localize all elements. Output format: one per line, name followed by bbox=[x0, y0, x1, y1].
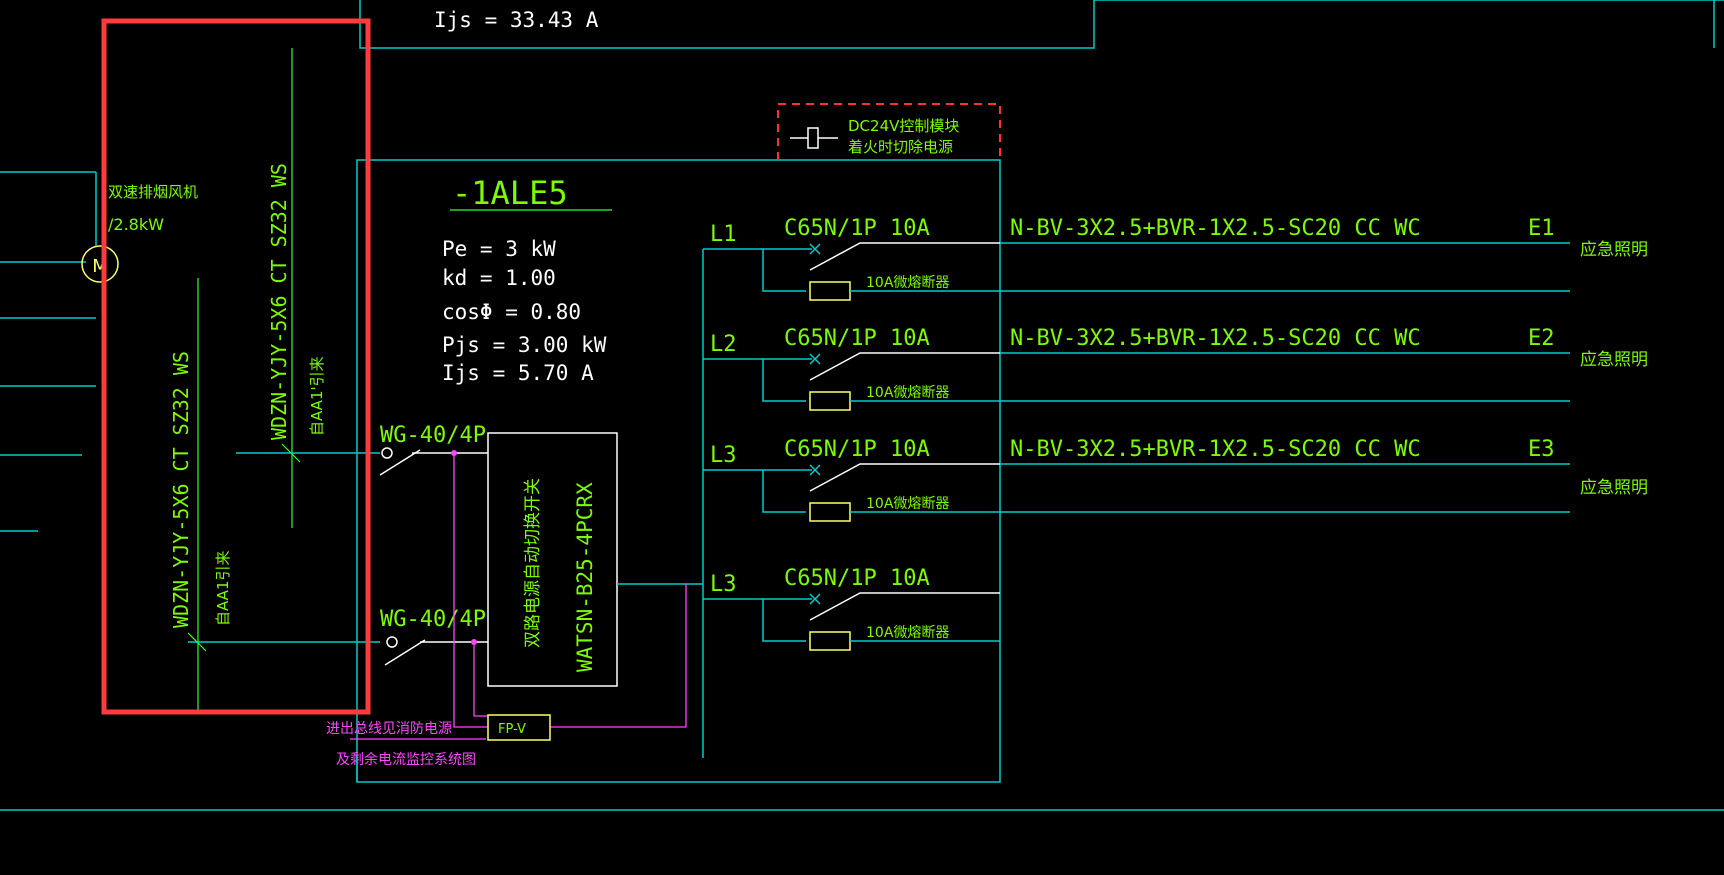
fan-power: /2.8kW bbox=[108, 215, 164, 234]
control-module-box bbox=[777, 103, 1001, 160]
circuit-4-fuse-icon[interactable] bbox=[809, 631, 851, 651]
circuit-1-breaker-icon[interactable] bbox=[809, 242, 1000, 271]
fan-name: 双速排烟风机 bbox=[108, 183, 198, 201]
circuit-4-fuse-label: 10A微熔断器 bbox=[866, 625, 949, 641]
upper-panel-border bbox=[359, 0, 1095, 49]
circuit-4-breaker-label: C65N/1P 10A bbox=[784, 566, 930, 591]
circuit-1-breaker-label: C65N/1P 10A bbox=[784, 216, 930, 241]
control-module-icon bbox=[807, 127, 819, 149]
circuit-1-cable-label: N-BV-3X2.5+BVR-1X2.5-SC20 CC WC bbox=[1010, 216, 1421, 241]
control-module-line1: DC24V控制模块 bbox=[848, 117, 959, 135]
circuit-1-tap bbox=[703, 248, 806, 292]
circuit-2-breaker-label: C65N/1P 10A bbox=[784, 326, 930, 351]
circuit-2-fuse-icon[interactable] bbox=[809, 391, 851, 411]
panel-pe: Pe = 3 kW bbox=[442, 237, 556, 261]
incoming-switch-bottom-label: WG-40/4P bbox=[380, 607, 486, 632]
fpv-note2: 及剩余电流监控系统图 bbox=[336, 751, 476, 768]
ats-box[interactable] bbox=[487, 432, 618, 687]
circuit-3-fuse-icon[interactable] bbox=[809, 502, 851, 522]
circuit-1-fuse-label: 10A微熔断器 bbox=[866, 275, 949, 291]
highlight-box bbox=[101, 18, 371, 715]
circuit-2-cable-label: N-BV-3X2.5+BVR-1X2.5-SC20 CC WC bbox=[1010, 326, 1421, 351]
cable-a-source: 自AA1'引来 bbox=[308, 356, 326, 436]
fpv-wire-c bbox=[550, 584, 687, 728]
incoming-switch-top[interactable] bbox=[379, 447, 488, 476]
distribution-panel-box bbox=[356, 159, 1001, 783]
panel-cos: cosΦ = 0.80 bbox=[442, 300, 581, 324]
circuit-3-breaker-icon[interactable] bbox=[809, 463, 1000, 492]
fpv-label: FP-V bbox=[498, 722, 526, 737]
circuit-4-contact bbox=[809, 593, 821, 605]
circuit-4-breaker-icon[interactable] bbox=[809, 592, 1000, 621]
fpv-node-a bbox=[451, 450, 457, 456]
circuit-2-id: E2 bbox=[1528, 326, 1555, 351]
circuit-1-id: E1 bbox=[1528, 216, 1555, 241]
circuit-2-fuse-label: 10A微熔断器 bbox=[866, 385, 949, 401]
circuit-1-fuse-icon[interactable] bbox=[809, 281, 851, 301]
circuit-3-load: 应急照明 bbox=[1580, 478, 1648, 498]
feeder-a-tick bbox=[281, 443, 301, 463]
feeder-b-tick bbox=[187, 632, 207, 652]
circuit-3-tap bbox=[703, 469, 806, 513]
fpv-box[interactable] bbox=[487, 714, 551, 741]
circuit-3-breaker-label: C65N/1P 10A bbox=[784, 437, 930, 462]
ats-model: WATSN-B25-4PCRX bbox=[573, 482, 597, 672]
circuit-2-contact bbox=[809, 353, 821, 365]
circuit-2-tap bbox=[703, 358, 806, 402]
fpv-node-b bbox=[471, 639, 477, 645]
circuit-4-phase: L3 bbox=[710, 572, 737, 597]
cable-b-source: 自AA1引来 bbox=[214, 551, 232, 626]
fpv-wire-a bbox=[453, 453, 488, 728]
cable-b-label: WDZN-YJY-5X6 CT SZ32 WS bbox=[169, 351, 193, 628]
circuit-3-cable-label: N-BV-3X2.5+BVR-1X2.5-SC20 CC WC bbox=[1010, 437, 1421, 462]
panel-ijs: Ijs = 5.70 A bbox=[442, 361, 594, 385]
circuit-3-phase: L3 bbox=[710, 443, 737, 468]
ats-name: 双路电源自动切换开关 bbox=[523, 478, 543, 648]
circuit-2-breaker-icon[interactable] bbox=[809, 352, 1000, 381]
circuit-1-contact bbox=[809, 243, 821, 255]
control-module-line2: 着火时切除电源 bbox=[848, 138, 953, 156]
panel-name: -1ALE5 bbox=[452, 174, 568, 212]
incoming-switch-top-label: WG-40/4P bbox=[380, 423, 486, 448]
circuit-4-tap bbox=[703, 598, 806, 642]
circuit-3-id: E3 bbox=[1528, 437, 1555, 462]
panel-pjs: Pjs = 3.00 kW bbox=[442, 333, 607, 357]
circuit-3-fuse-label: 10A微熔断器 bbox=[866, 496, 949, 512]
circuit-1-load: 应急照明 bbox=[1580, 240, 1648, 260]
circuit-2-phase: L2 bbox=[710, 332, 737, 357]
circuit-1-phase: L1 bbox=[710, 222, 737, 247]
circuit-3-contact bbox=[809, 464, 821, 476]
left-stub-lines bbox=[0, 171, 96, 532]
fpv-note1: 进出总线见消防电源 bbox=[326, 721, 452, 737]
motor-icon[interactable] bbox=[81, 245, 119, 283]
circuit-2-load: 应急照明 bbox=[1580, 350, 1648, 370]
upper-panel-ijs: Ijs = 33.43 A bbox=[434, 8, 599, 32]
fpv-wire-b bbox=[473, 642, 488, 717]
cable-a-label: WDZN-YJY-5X6 CT SZ32 WS bbox=[267, 163, 291, 440]
panel-kd: kd = 1.00 bbox=[442, 266, 556, 290]
